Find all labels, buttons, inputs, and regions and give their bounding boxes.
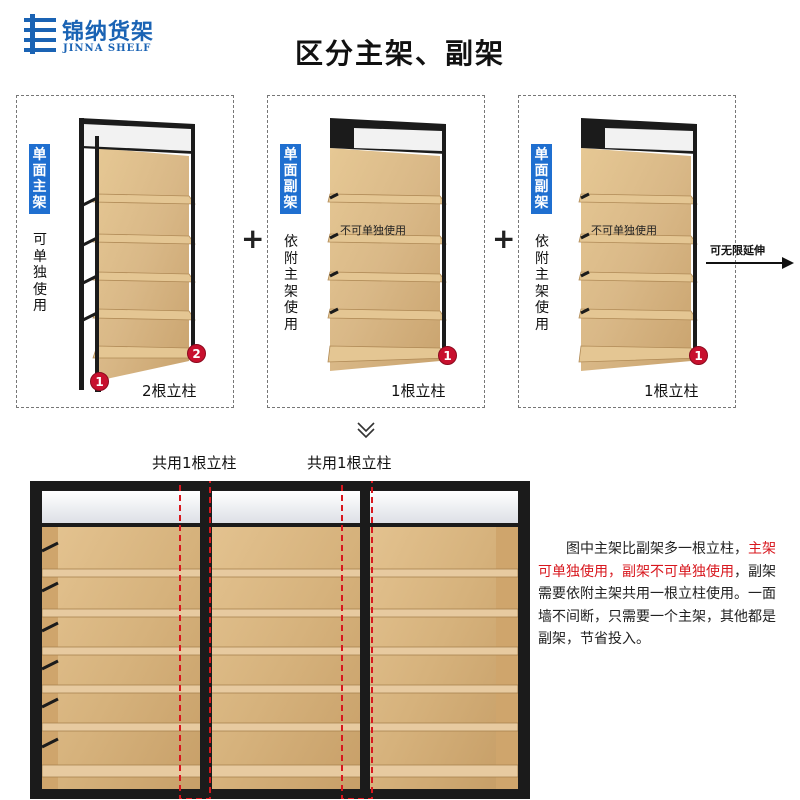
chevron-down-icon	[357, 422, 375, 439]
post-marker-1: 1	[438, 346, 457, 365]
plus-sign: +	[241, 222, 265, 255]
brand-name-cn: 锦纳货架	[62, 20, 155, 45]
sub-shelf-card: 单 面 副 架 依 附 主 架 使 用 不可单独使用 1 1根立柱	[518, 95, 736, 408]
page-title: 区分主架、副架	[294, 37, 505, 70]
shelf-usage-text: 可 单 独 使 用	[33, 232, 47, 314]
plus-sign: +	[492, 222, 516, 255]
shelf-description: 图中主架比副架多一根立柱，主架可单独使用，副架不可单独使用，副架需要依附主架共用…	[538, 538, 788, 651]
shelf-usage-text: 依 附 主 架 使 用	[284, 234, 298, 333]
main-shelf-card: 单 面 主 架 可 单 独 使 用 1 2 2根立柱	[16, 95, 234, 408]
sub-shelf-card: 单 面 副 架 依 附 主 架 使 用 不可单独使用 1 1根立柱	[267, 95, 485, 408]
post-marker-1: 1	[689, 346, 708, 365]
shelf-usage-text: 依 附 主 架 使 用	[535, 234, 549, 333]
brand-name-en: JINNA SHELF	[63, 43, 152, 54]
shelf-type-badge: 单 面 副 架	[531, 144, 552, 214]
arrow-right-icon	[706, 257, 794, 269]
post-count-label: 1根立柱	[644, 382, 699, 400]
desc-part-1: 图中主架比副架多一根立柱，	[566, 541, 748, 557]
combined-shelf-illustration	[30, 481, 530, 799]
shared-post-label: 共用1根立柱	[152, 454, 237, 472]
desc-highlight: 主架可单独使用，副架不可单独使用	[538, 541, 776, 580]
sub-shelf-illustration	[578, 118, 700, 371]
shelf-logo-icon	[24, 14, 56, 54]
extend-label: 可无限延伸	[710, 244, 765, 257]
main-shelf-illustration	[79, 118, 198, 392]
shared-post-label: 共用1根立柱	[307, 454, 392, 472]
post-count-label: 2根立柱	[142, 382, 197, 400]
sub-shelf-illustration	[327, 118, 449, 371]
desc-part-3: ，副架需要依附主架共用一根立柱使用。一面墙不间断，只需要一个主架，其他都是副架，…	[538, 563, 776, 648]
not-standalone-note: 不可单独使用	[591, 224, 657, 237]
post-marker-1: 1	[90, 372, 109, 391]
shelf-type-badge: 单 面 副 架	[280, 144, 301, 214]
shelf-type-badge: 单 面 主 架	[29, 144, 50, 214]
brand-logo: 锦纳货架 JINNA SHELF	[22, 12, 182, 60]
post-marker-2: 2	[187, 344, 206, 363]
not-standalone-note: 不可单独使用	[340, 224, 406, 237]
post-count-label: 1根立柱	[391, 382, 446, 400]
